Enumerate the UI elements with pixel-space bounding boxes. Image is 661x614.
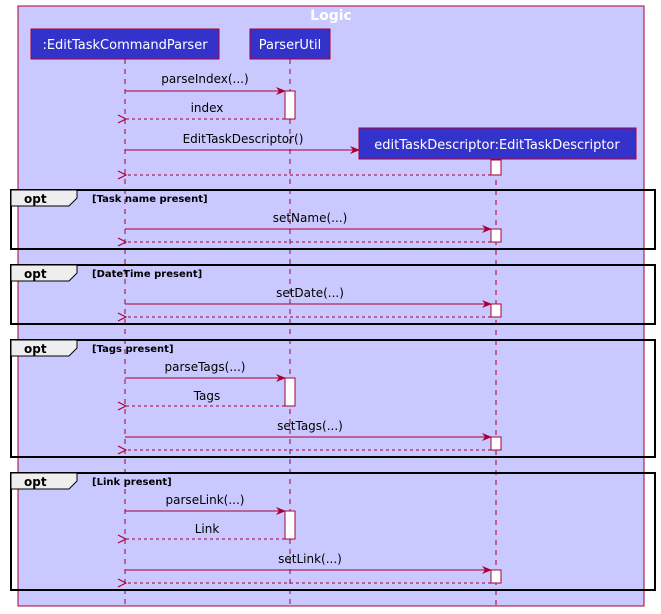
message-create-descriptor: EditTaskDescriptor() <box>125 132 360 154</box>
opt-fragment-tags: opt [Tags present] <box>10 339 656 458</box>
message-label: parseLink(...) <box>166 493 245 507</box>
message-label: EditTaskDescriptor() <box>183 132 304 146</box>
activation-desc-4 <box>490 436 502 451</box>
message-label: setName(...) <box>273 211 348 225</box>
fragment-keyword: opt <box>24 192 47 206</box>
message-label: index <box>191 101 224 115</box>
activation-desc-2 <box>490 228 502 243</box>
fragment-keyword: opt <box>24 475 47 489</box>
message-parse-index: parseIndex(...) <box>125 72 286 95</box>
message-set-tags: setTags(...) <box>125 419 492 441</box>
message-label: setLink(...) <box>278 552 342 566</box>
fragment-guard: [DateTime present] <box>92 269 202 280</box>
message-label: setDate(...) <box>276 286 344 300</box>
logic-box <box>17 5 645 607</box>
activation-desc-5 <box>490 569 502 584</box>
message-parse-link: parseLink(...) <box>125 493 286 515</box>
participant-desc: editTaskDescriptor:EditTaskDescriptor <box>358 127 637 160</box>
participant-label: editTaskDescriptor:EditTaskDescriptor <box>374 138 620 153</box>
logic-box-title: Logic <box>310 8 352 24</box>
participant-parser: :EditTaskCommandParser <box>30 28 220 60</box>
participant-util: ParserUtil <box>249 28 331 60</box>
message-set-name: setName(...) <box>125 211 492 233</box>
message-label: setTags(...) <box>277 419 343 433</box>
message-set-date: setDate(...) <box>125 286 492 308</box>
message-label: parseTags(...) <box>165 360 246 374</box>
opt-fragment-datetime: opt [DateTime present] <box>10 264 656 325</box>
fragment-guard: [Task name present] <box>92 194 208 205</box>
fragment-keyword: opt <box>24 342 47 356</box>
opt-fragment-link: opt [Link present] <box>10 472 656 591</box>
message-parse-tags: parseTags(...) <box>125 360 286 382</box>
message-return-link: Link <box>126 522 285 539</box>
message-return-tags: Tags <box>126 389 285 406</box>
participant-label: ParserUtil <box>259 38 322 53</box>
participant-label: :EditTaskCommandParser <box>42 38 208 53</box>
message-return-index: index <box>126 101 285 119</box>
fragment-guard: [Tags present] <box>92 344 174 355</box>
opt-fragment-task-name: opt [Task name present] <box>10 189 656 250</box>
activation-desc-3 <box>490 303 502 318</box>
message-label: Link <box>195 522 220 536</box>
message-label: parseIndex(...) <box>161 72 248 86</box>
fragment-guard: [Link present] <box>92 477 172 488</box>
activation-util-2 <box>284 377 296 407</box>
message-set-link: setLink(...) <box>125 552 492 574</box>
message-label: Tags <box>193 389 221 403</box>
activation-desc-1 <box>490 159 502 176</box>
activation-util-3 <box>284 510 296 540</box>
activation-util-1 <box>284 90 296 120</box>
fragment-keyword: opt <box>24 267 47 281</box>
